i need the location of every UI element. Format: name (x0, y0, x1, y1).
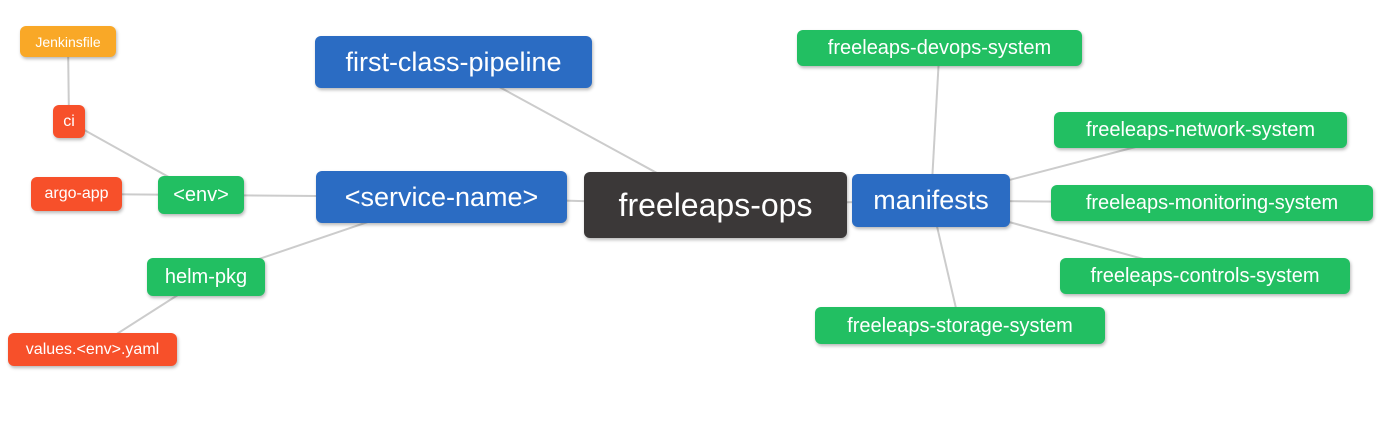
node-controls-system[interactable]: freeleaps-controls-system (1060, 258, 1350, 294)
node-jenkinsfile[interactable]: Jenkinsfile (20, 26, 116, 57)
node-ci[interactable]: ci (53, 105, 85, 138)
node-argo-app[interactable]: argo-app (31, 177, 122, 211)
node-manifests[interactable]: manifests (852, 174, 1010, 227)
node-env[interactable]: <env> (158, 176, 244, 214)
node-monitoring-system[interactable]: freeleaps-monitoring-system (1051, 185, 1373, 221)
node-devops-system[interactable]: freeleaps-devops-system (797, 30, 1082, 66)
node-values-env-yaml[interactable]: values.<env>.yaml (8, 333, 177, 366)
node-service-name[interactable]: <service-name> (316, 171, 567, 223)
node-helm-pkg[interactable]: helm-pkg (147, 258, 265, 296)
node-first-class-pipeline[interactable]: first-class-pipeline (315, 36, 592, 88)
node-network-system[interactable]: freeleaps-network-system (1054, 112, 1347, 148)
node-storage-system[interactable]: freeleaps-storage-system (815, 307, 1105, 344)
node-freeleaps-ops[interactable]: freeleaps-ops (584, 172, 847, 238)
